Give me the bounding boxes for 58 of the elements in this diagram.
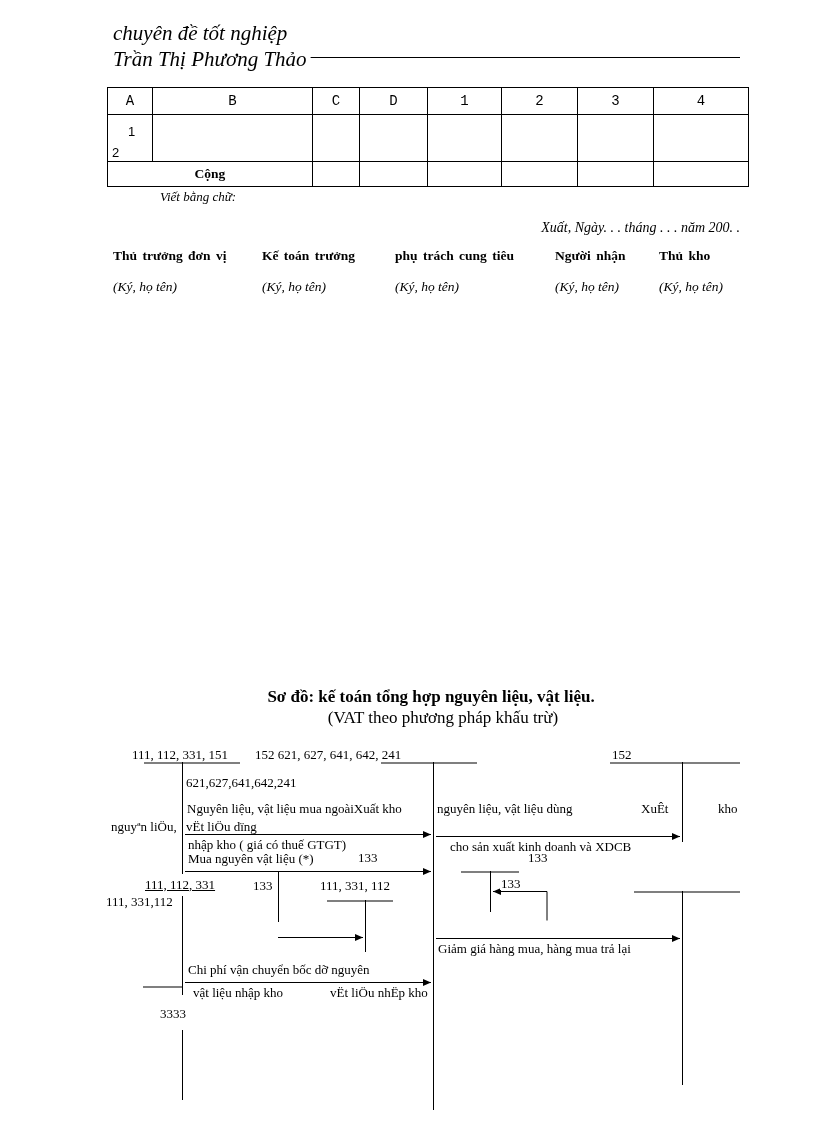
column-header: 2 <box>501 87 578 115</box>
row-number: 2 <box>112 146 120 160</box>
header-text: chuyên đề tốt nghiệp <box>113 21 288 45</box>
account-number: 111, 112, 331 <box>145 877 216 891</box>
account-number: 111, 112, 331, 151 <box>132 747 229 761</box>
diagram-subtitle: (VAT theo phương pháp khấu trừ) <box>327 708 559 728</box>
author-name: Trần Thị Phương Thảo <box>113 47 307 71</box>
annotation-text: nguyên liệu, vật liệu dùng <box>437 801 573 815</box>
column-header: A <box>107 87 153 115</box>
account-number: 3333 <box>160 1006 186 1020</box>
arrow <box>184 831 432 838</box>
diagram-title: Sơ đồ: kế toán tổng hợp nguyên liệu, vật liệu. <box>267 687 595 707</box>
annotation-text: vËt liÖu dïng <box>186 819 257 833</box>
annotation-text: vật liệu nhập kho <box>193 985 283 999</box>
account-number: 152 <box>612 747 632 761</box>
arrow <box>492 888 548 921</box>
arrow <box>184 979 432 986</box>
account-number: 111, 331, 112 <box>320 878 391 892</box>
edge-label: nhập kho ( giá có thuế GTGT) <box>187 837 348 851</box>
arrow <box>184 868 432 875</box>
annotation-text: Nguyên liệu, vật liệu mua ngoàiXuất kho <box>187 801 402 815</box>
signature-note: (Ký, họ tên) <box>555 279 620 295</box>
signatory-title: Người nhận <box>555 248 626 264</box>
row-number: 1 <box>128 125 136 139</box>
account-number: 133 <box>528 850 548 864</box>
account-number: 133 <box>253 878 273 892</box>
account-number: 152 621, 627, 641, 642, 241 <box>255 747 402 761</box>
date-line: Xuất, Ngày. . . tháng . . . năm 200. . <box>541 220 740 236</box>
annotation-text: nguyªn liÖu, <box>111 819 177 833</box>
signatory-title: Kế toán trưởng <box>262 248 356 264</box>
column-header: 1 <box>427 87 502 115</box>
edge-label: cho sản xuất kinh doanh và XDCB <box>449 839 633 853</box>
signature-note: (Ký, họ tên) <box>113 279 178 295</box>
edge-label: Chi phí vận chuyển bốc dỡ nguyên <box>187 962 371 976</box>
signature-note: (Ký, họ tên) <box>659 279 724 295</box>
edge-label: Giảm giá hàng mua, hàng mua trả lại <box>437 941 632 955</box>
annotation-text: vËt liÖu nhËp kho <box>330 985 428 999</box>
account-number: 621,627,641,642,241 <box>186 775 297 789</box>
arrow <box>277 934 364 941</box>
signatory-title: Thủ kho <box>659 248 711 264</box>
column-header: C <box>312 87 360 115</box>
table-cell: Cộng <box>107 161 313 187</box>
signature-note: (Ký, họ tên) <box>395 279 460 295</box>
column-header: 4 <box>653 87 749 115</box>
signatory-title: Thủ trưởng đơn vị <box>113 248 227 264</box>
account-number: 133 <box>358 850 378 864</box>
arrow <box>435 833 681 840</box>
column-header: D <box>359 87 428 115</box>
column-header: B <box>152 87 313 115</box>
edge-label: Mua nguyên vật liệu (*) <box>187 851 315 865</box>
annotation-text: kho <box>718 801 738 815</box>
amount-in-words-label: Viết bằng chữ: <box>160 188 237 204</box>
signature-note: (Ký, họ tên) <box>262 279 327 295</box>
signatory-title: phụ trách cung tiêu <box>395 248 514 264</box>
arrow <box>435 935 681 942</box>
annotation-text: XuÊt <box>641 801 669 815</box>
account-number: 111, 331,112 <box>106 894 173 908</box>
column-header: 3 <box>577 87 654 115</box>
